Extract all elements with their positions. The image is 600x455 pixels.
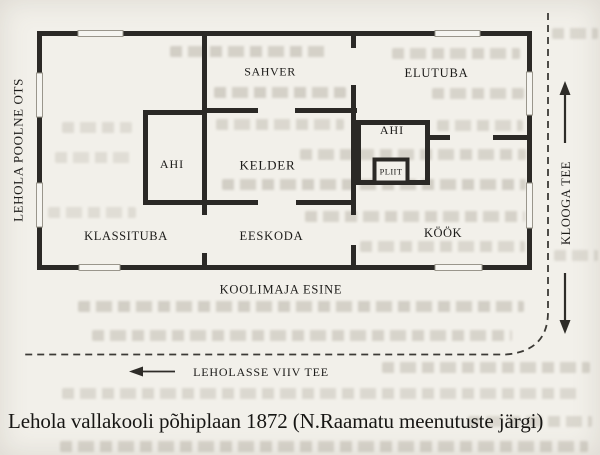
wall-kelder-bottom: [296, 200, 356, 205]
bleedthrough-text: [62, 122, 132, 133]
room-label-elutuba: ELUTUBA: [405, 66, 469, 80]
wall-kelder-top: [295, 108, 357, 113]
wall-right: [527, 228, 532, 270]
bleedthrough-text: [92, 330, 512, 341]
bleedthrough-text: [382, 362, 590, 373]
bleedthrough-text: [360, 241, 525, 252]
wall-kelder-bottom: [207, 200, 258, 205]
wall-sahver-elutuba-divider: [351, 31, 356, 48]
floorplan-diagram: SAHVER ELUTUBA AHI KELDER AHI PLIIT KLAS…: [11, 13, 573, 379]
room-label-eeskoda: EESKODA: [240, 229, 304, 243]
label-klooga-tee: KLOOGA TEE: [559, 161, 573, 245]
bleedthrough-text: [305, 211, 525, 222]
window-marker: [78, 264, 121, 271]
bleedthrough-text: [55, 152, 135, 163]
bleedthrough-text: [552, 28, 598, 39]
bleedthrough-text: [437, 120, 523, 131]
road-dashed-line: [23, 13, 549, 356]
wall-top: [123, 31, 435, 36]
label-lehola-poolne-ots: LEHOLA POOLNE OTS: [11, 78, 26, 222]
arrow-down-icon: [559, 320, 571, 334]
wall-eeskoda-kook-divider: [351, 85, 356, 215]
bleedthrough-text: [554, 250, 598, 261]
bleedthrough-text: [48, 207, 136, 218]
bleedthrough-text: [62, 388, 578, 399]
window-marker: [526, 182, 533, 229]
window-marker: [36, 72, 43, 118]
window-marker: [434, 30, 481, 37]
windows: [36, 30, 533, 271]
arrow-up-icon: [559, 81, 571, 95]
wall-interior-vertical-main: [202, 253, 207, 270]
wall-left: [37, 227, 42, 270]
road-arrows: [129, 81, 571, 377]
wall-left: [37, 117, 42, 183]
wall-elutuba-kook-stub: [430, 135, 450, 140]
room-label-pliit: PLIIT: [380, 167, 403, 177]
bleedthrough-text: [60, 441, 588, 452]
window-marker: [526, 71, 533, 116]
room-label-kelder: KELDER: [239, 158, 295, 173]
wall-bottom: [482, 265, 532, 270]
window-marker: [77, 30, 124, 37]
label-koolimaja-esine: KOOLIMAJA ESINE: [220, 283, 343, 297]
window-marker: [36, 182, 43, 228]
wall-left: [37, 31, 42, 73]
room-label-kook: KÖÖK: [424, 226, 462, 240]
room-label-sahver: SAHVER: [244, 65, 296, 79]
wall-bottom: [37, 265, 79, 270]
bleedthrough-text: [432, 88, 524, 99]
outer-walls: [37, 31, 532, 270]
bleedthrough-text: [214, 87, 346, 98]
label-leholasse-viiv-tee: LEHOLASSE VIIV TEE: [193, 365, 329, 379]
room-label-ahi-left: AHI: [160, 157, 184, 171]
wall-eeskoda-kook-divider: [351, 245, 356, 270]
arrow-left-icon: [129, 366, 143, 377]
wall-right: [527, 115, 532, 183]
window-marker: [434, 264, 483, 271]
room-label-klassituba: KLASSITUBA: [84, 229, 168, 243]
cooker-box: [372, 157, 410, 185]
wall-kelder-top: [207, 108, 258, 113]
wall-bottom: [120, 265, 435, 270]
wall-top: [37, 31, 78, 36]
wall-top: [480, 31, 532, 36]
wall-elutuba-kook-stub: [493, 135, 532, 140]
room-label-ahi-right: AHI: [380, 123, 404, 137]
stove-box-left: [143, 110, 207, 205]
bleedthrough-text: [468, 416, 592, 427]
figure-caption: Lehola vallakooli põhiplaan 1872 (N.Raam…: [8, 409, 544, 433]
bleedthrough-text: [170, 46, 330, 57]
bleedthrough-text: [78, 301, 524, 312]
bleedthrough-text: [300, 149, 526, 160]
wall-right: [527, 31, 532, 72]
bleedthrough-text: [216, 119, 344, 130]
bleedthrough-text: [392, 48, 520, 59]
